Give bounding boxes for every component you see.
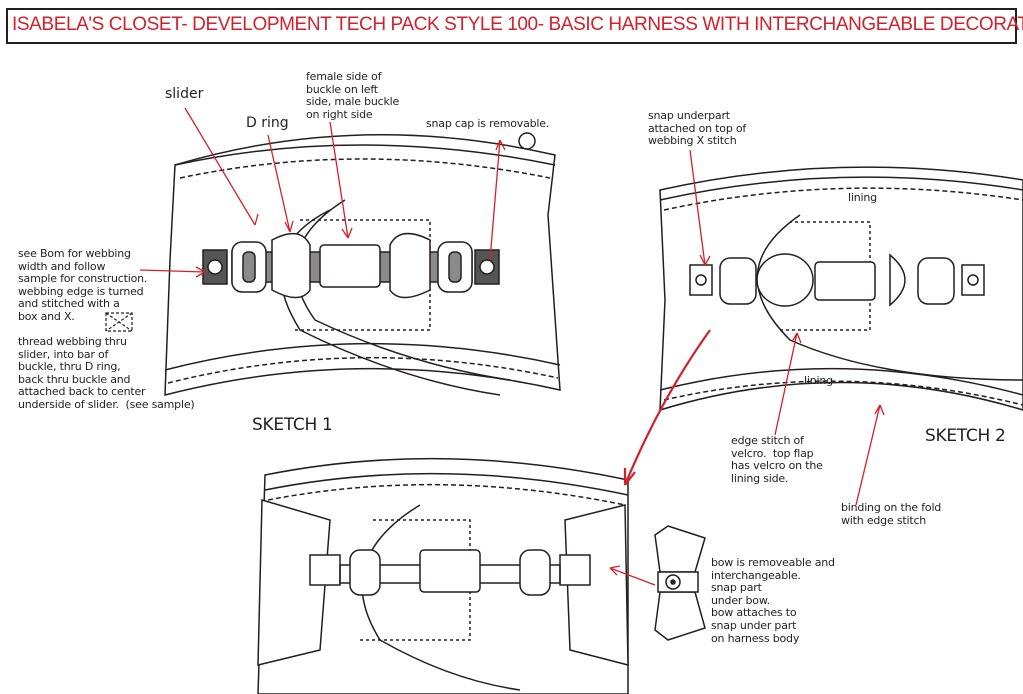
callout-slider: slider xyxy=(165,86,204,102)
callout-d-ring: D ring xyxy=(246,115,289,131)
callout-binding: binding on the fold with edge stitch xyxy=(841,501,942,527)
snap-cap-icon xyxy=(518,132,536,150)
x-stitch-box-icon xyxy=(105,312,133,332)
page-title: ISABELA'S CLOSET- DEVELOPMENT TECH PACK … xyxy=(12,14,1023,35)
callout-webbing: see Bom for webbing width and follow sam… xyxy=(18,247,148,323)
title-box xyxy=(6,8,1017,44)
sketch-3-harness xyxy=(257,457,629,694)
callout-buckle: female side of buckle on left side, male… xyxy=(306,70,400,121)
callout-velcro: edge stitch of velcro. top flap has velc… xyxy=(731,434,823,485)
callout-lining-top: lining xyxy=(848,191,877,204)
callout-snap-underpart: snap underpart attached on top of webbin… xyxy=(648,109,747,148)
callout-lines xyxy=(139,107,885,586)
callout-lining-bottom: lining xyxy=(804,374,833,387)
bow-detail xyxy=(654,525,706,641)
sketch-1-label: SKETCH 1 xyxy=(252,415,333,435)
callout-bow: bow is removeable and interchangeable. s… xyxy=(711,556,835,645)
sketch-2-harness xyxy=(659,166,1023,412)
sketch-2-label: SKETCH 2 xyxy=(925,426,1006,446)
sketch-1-harness xyxy=(164,134,561,396)
callout-snap-cap: snap cap is removable. xyxy=(426,117,550,130)
callout-thread: thread webbing thru slider, into bar of … xyxy=(18,335,195,411)
